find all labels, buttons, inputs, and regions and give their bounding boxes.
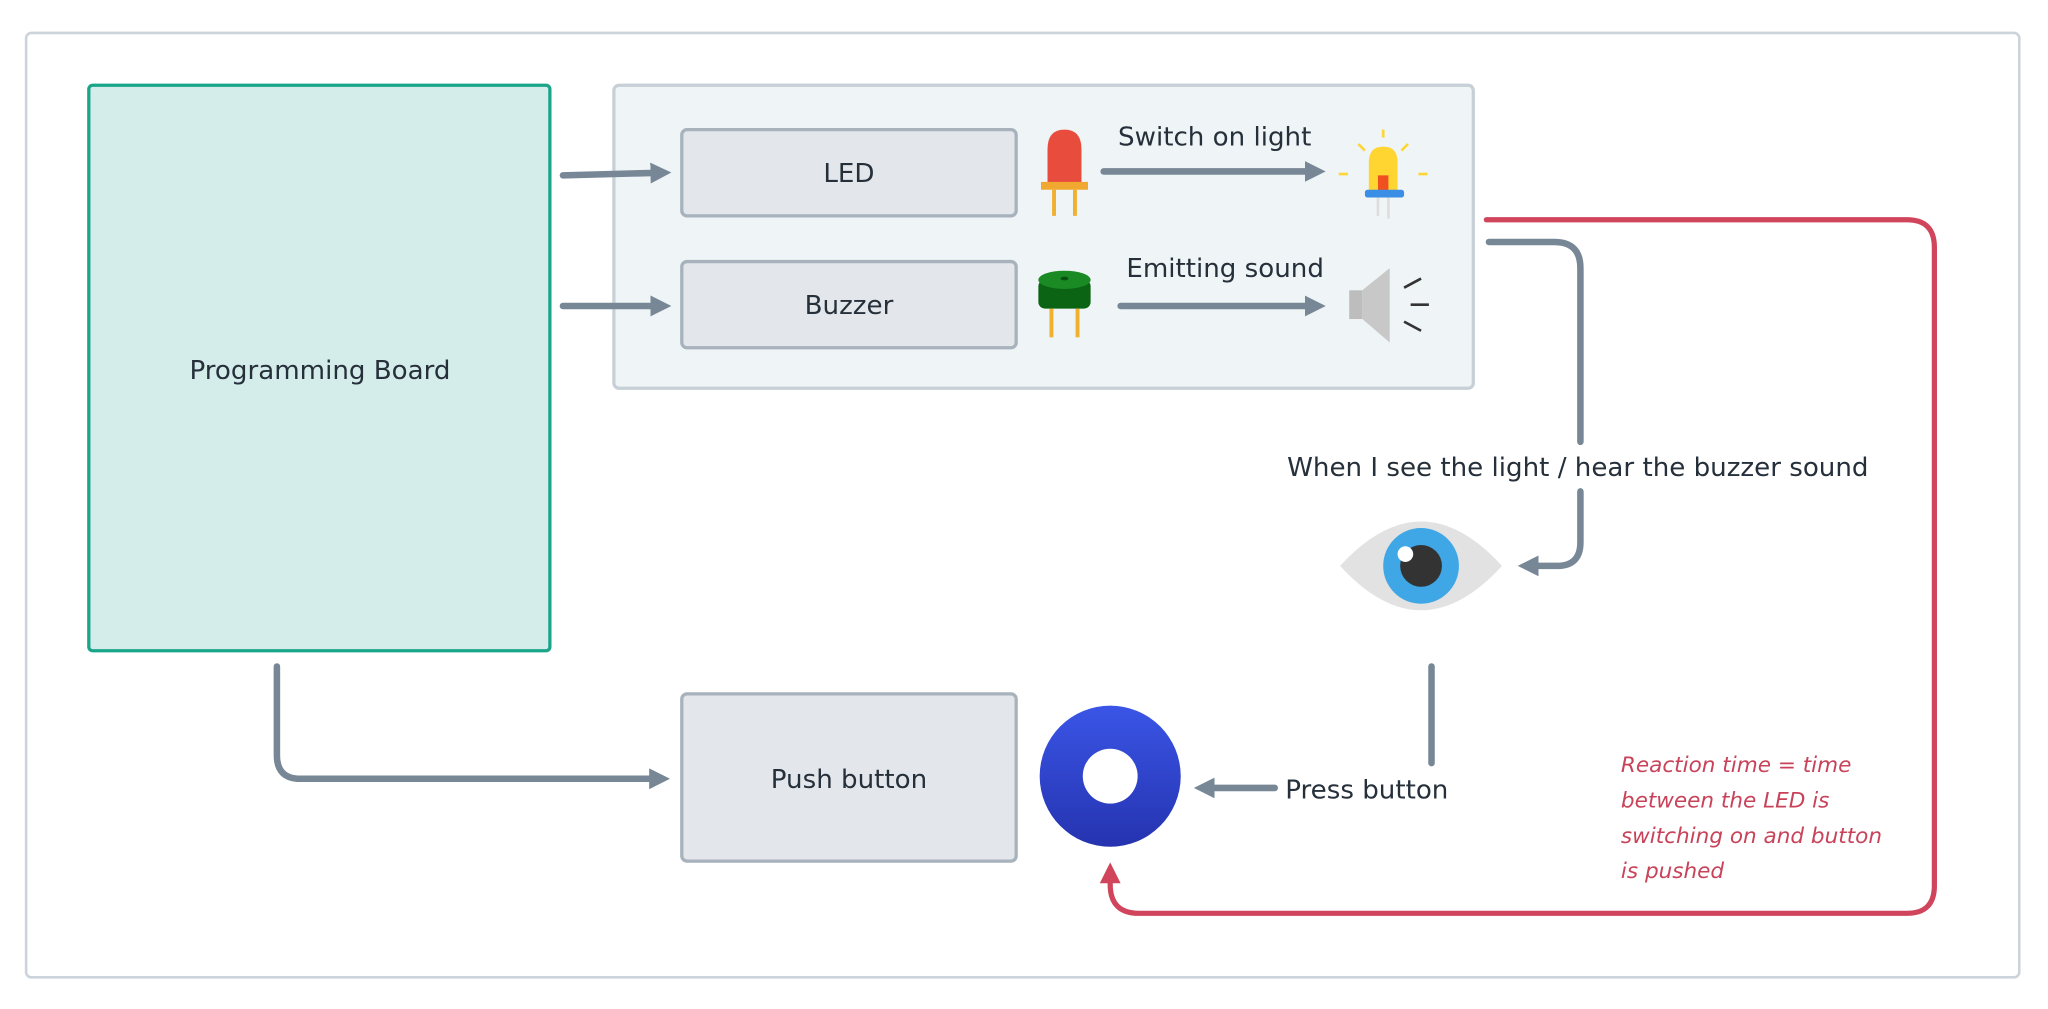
switch-on-light-label: Switch on light — [1118, 122, 1311, 152]
led-node: LED — [680, 128, 1018, 218]
lit-bulb-icon — [1338, 129, 1428, 219]
buzzer-node: Buzzer — [680, 259, 1018, 350]
buzzer-label: Buzzer — [805, 291, 894, 321]
press-button-label: Press button — [1285, 775, 1448, 805]
arrow-board-to-led — [559, 162, 672, 184]
observer-label: When I see the light / hear the buzzer s… — [1287, 453, 1868, 483]
speaker-icon — [1349, 268, 1429, 343]
programming-board-node: Programming Board — [87, 83, 552, 653]
eye-icon — [1340, 521, 1503, 611]
note-line: switching on and button — [1621, 824, 1882, 849]
push-button-node: Push button — [680, 692, 1018, 863]
arrow-to-eye — [1517, 488, 1584, 577]
red-led-icon — [1040, 129, 1088, 216]
push-button-icon — [1039, 705, 1181, 847]
reaction-time-note: Reaction time = time between the LED is … — [1621, 753, 1882, 884]
led-label: LED — [823, 159, 874, 189]
note-line: is pushed — [1621, 859, 1725, 884]
arrow-board-to-push-button — [273, 663, 671, 790]
note-line: Reaction time = time — [1621, 753, 1852, 778]
reaction-time-loop — [1099, 217, 1937, 916]
push-button-label: Push button — [771, 765, 927, 795]
note-line: between the LED is — [1621, 789, 1830, 814]
buzzer-icon — [1038, 270, 1091, 338]
arrow-output-to-observer — [1485, 238, 1584, 446]
programming-board-label: Programming Board — [189, 356, 450, 386]
emitting-sound-label: Emitting sound — [1126, 254, 1324, 284]
